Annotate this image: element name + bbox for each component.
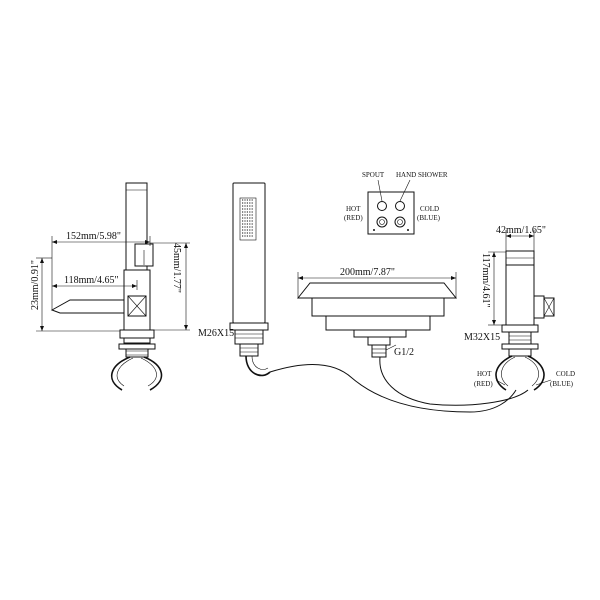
spout-outlet-height-label: 23mm/0.91" bbox=[30, 260, 41, 310]
lever-height-label: 45mm/1.77" bbox=[171, 243, 182, 293]
hose-hot-color-label: (RED) bbox=[474, 380, 493, 388]
hose-cold-label: COLD bbox=[556, 370, 575, 378]
cold-port-icon bbox=[394, 216, 406, 228]
shower-nozzle-pattern bbox=[239, 197, 257, 241]
waterfall-spout-drawing bbox=[296, 272, 458, 358]
spout-width-label: 152mm/5.98" bbox=[66, 231, 121, 242]
shower-thread-label: M26X15 bbox=[198, 328, 234, 339]
hose-cold-color-label: (BLUE) bbox=[550, 380, 574, 388]
spout-thread-label: G1/2 bbox=[394, 347, 414, 358]
panel-cold-color-label: (BLUE) bbox=[417, 214, 441, 222]
panel-hot-label: HOT bbox=[346, 205, 361, 213]
spout-reach-label: 118mm/4.65" bbox=[64, 275, 119, 286]
lever-mixer-drawing bbox=[50, 182, 163, 391]
hot-port-icon bbox=[376, 216, 388, 228]
connection-panel bbox=[367, 179, 415, 235]
mixer-height-label: 117mm/4.61" bbox=[480, 253, 491, 308]
hand-shower-port-icon bbox=[395, 201, 405, 211]
panel-hot-color-label: (RED) bbox=[344, 214, 363, 222]
right-mixer-drawing bbox=[488, 230, 555, 391]
hand-shower-drawing bbox=[229, 182, 271, 377]
hose-hot-label: HOT bbox=[477, 370, 492, 378]
spout-port-icon bbox=[377, 201, 387, 211]
spout-body-width-label: 200mm/7.87" bbox=[340, 267, 395, 278]
mixer-width-label: 42mm/1.65" bbox=[496, 225, 546, 236]
lever-mixer-dimensions bbox=[36, 236, 190, 332]
panel-spout-label: SPOUT bbox=[362, 171, 385, 179]
mixer-thread-label: M32X15 bbox=[464, 332, 500, 343]
panel-cold-label: COLD bbox=[420, 205, 439, 213]
connecting-hoses bbox=[269, 356, 529, 413]
panel-hand-shower-label: HAND SHOWER bbox=[396, 171, 448, 179]
